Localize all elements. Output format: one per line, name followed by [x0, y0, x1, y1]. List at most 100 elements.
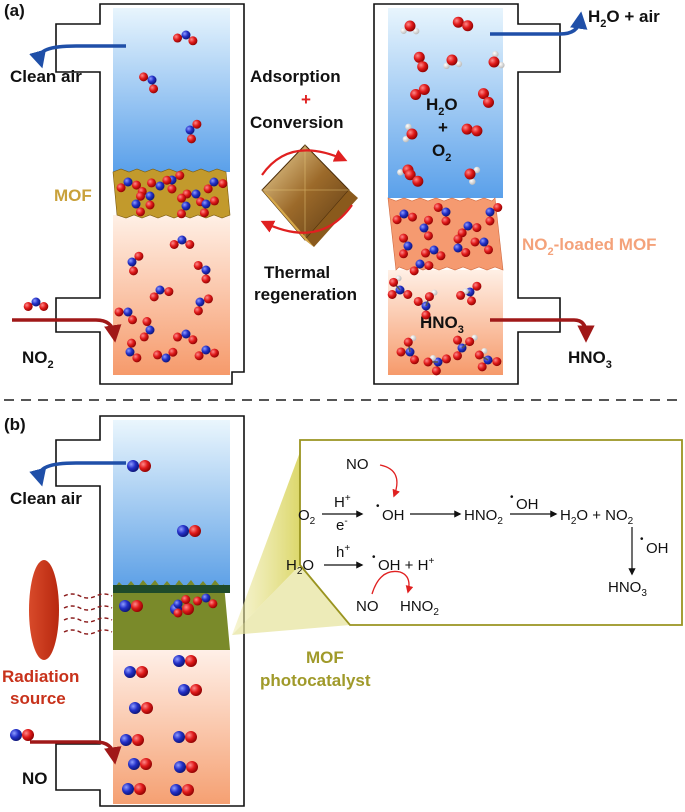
oxygen-atom — [188, 335, 198, 345]
oxygen-atom — [453, 351, 462, 361]
nitrogen-atom — [145, 325, 155, 335]
oxygen-atom — [185, 655, 197, 667]
nitrogen-atom — [429, 245, 439, 255]
nitrogen-atom — [195, 297, 205, 307]
hydrogen-atom — [473, 166, 481, 174]
oxygen-atom — [209, 348, 219, 358]
oxygen-atom — [164, 287, 174, 297]
oxygen-atom — [116, 183, 126, 193]
oxygen-atom — [477, 362, 487, 372]
rx-oh-over: OH — [516, 496, 539, 513]
thermal-label: Thermal — [264, 263, 330, 282]
mof-photocatalyst-label-2: photocatalyst — [260, 671, 371, 690]
oxygen-atom — [181, 595, 191, 604]
oxygen-atom — [421, 310, 431, 320]
clean-air-label-b: Clean air — [10, 489, 82, 508]
nitrogen-atom — [120, 734, 132, 746]
oxygen-atom — [387, 289, 397, 299]
oxygen-atom — [127, 338, 137, 348]
rx-h2o: H2O — [286, 557, 314, 577]
no-inlet-arrow-b — [30, 740, 122, 765]
rx-oh-1: OH — [382, 507, 405, 524]
oxygen-atom — [413, 296, 423, 306]
oxygen-atom — [189, 525, 201, 537]
nitrogen-atom — [125, 347, 135, 357]
oxygen-atom — [404, 169, 416, 181]
oxygen-atom — [410, 89, 422, 100]
nitrogen-atom — [127, 460, 139, 472]
oxygen-atom — [194, 351, 204, 361]
oxygen-atom — [431, 366, 441, 376]
hydrogen-atom — [402, 135, 410, 143]
nitrogen-atom — [122, 783, 134, 795]
reactor-b-air-zone — [113, 420, 230, 590]
nitrogen-atom — [201, 593, 211, 603]
oxygen-atom — [407, 212, 417, 222]
regeneration-label: regeneration — [254, 285, 357, 304]
oxygen-atom — [114, 307, 124, 317]
oxygen-atom — [452, 16, 464, 28]
nitrogen-atom — [173, 655, 185, 667]
oxygen-atom — [128, 315, 137, 325]
oxygen-atom — [413, 51, 425, 63]
oxygen-atom — [488, 56, 500, 68]
clean-air-label-a: Clean air — [10, 67, 82, 86]
oxygen-atom — [410, 355, 419, 365]
reactor-b-wall — [55, 415, 245, 807]
hno3-outlet-label: HNO3 — [568, 348, 612, 371]
rx-o2: O2 — [298, 507, 316, 527]
oxygen-atom — [162, 175, 172, 185]
oxygen-atom — [467, 296, 477, 306]
oxygen-atom — [492, 357, 502, 367]
nitrogen-atom — [181, 329, 191, 339]
oxygen-atom — [493, 203, 503, 212]
reactor-b — [55, 415, 245, 807]
no2-inlet-arrow-a — [12, 318, 122, 343]
oxygen-atom — [177, 209, 186, 219]
oxygen-atom — [471, 125, 483, 137]
oxygen-atom — [190, 684, 202, 696]
oxygen-atom — [149, 84, 159, 94]
oxygen-atom — [182, 784, 194, 796]
radiation-label-2: source — [10, 689, 66, 708]
clean-air-arrow-a — [29, 44, 126, 69]
hydrogen-atom — [455, 60, 463, 68]
nitrogen-atom — [419, 223, 429, 233]
oxygen-atom — [142, 317, 152, 327]
oxygen-atom — [433, 202, 443, 212]
rx-oh-hplus: OH + H+ — [378, 556, 434, 574]
nitrogen-atom — [479, 237, 489, 247]
oxygen-atom — [409, 266, 419, 276]
h2o-air-label: H2O + air — [588, 7, 660, 30]
oxygen-atom — [140, 758, 152, 770]
nitrogen-atom — [174, 761, 186, 773]
oxygen-atom — [192, 119, 202, 129]
oxygen-atom — [453, 234, 463, 244]
nitrogen-atom — [127, 257, 137, 267]
oxygen-atom — [199, 208, 209, 218]
oxygen-atom — [139, 332, 149, 342]
hydrogen-atom — [443, 62, 450, 70]
oxygen-atom — [136, 191, 145, 201]
oxygen-atom — [139, 460, 151, 472]
h2o-air-outlet-arrow — [490, 11, 588, 36]
nitrogen-atom — [173, 599, 183, 609]
rx-no-top: NO — [346, 456, 369, 473]
nitrogen-atom — [119, 600, 131, 612]
rx-hno2-2: HNO2 — [400, 598, 439, 618]
oxygen-atom — [23, 301, 33, 311]
oxygen-atom — [478, 88, 489, 100]
hydrogen-atom — [412, 27, 420, 35]
nitrogen-atom — [129, 702, 141, 714]
nitrogen-atom — [181, 201, 191, 211]
oxygen-atom — [208, 599, 218, 609]
oxygen-atom — [186, 761, 198, 773]
nitrogen-atom — [161, 353, 171, 363]
zoom-callout-wedge — [232, 452, 300, 635]
oxygen-atom — [129, 266, 139, 276]
radiation-source-icon — [29, 560, 59, 660]
oxygen-atom — [417, 61, 429, 73]
oxygen-atom — [403, 290, 413, 299]
oxygen-atom — [169, 239, 179, 249]
